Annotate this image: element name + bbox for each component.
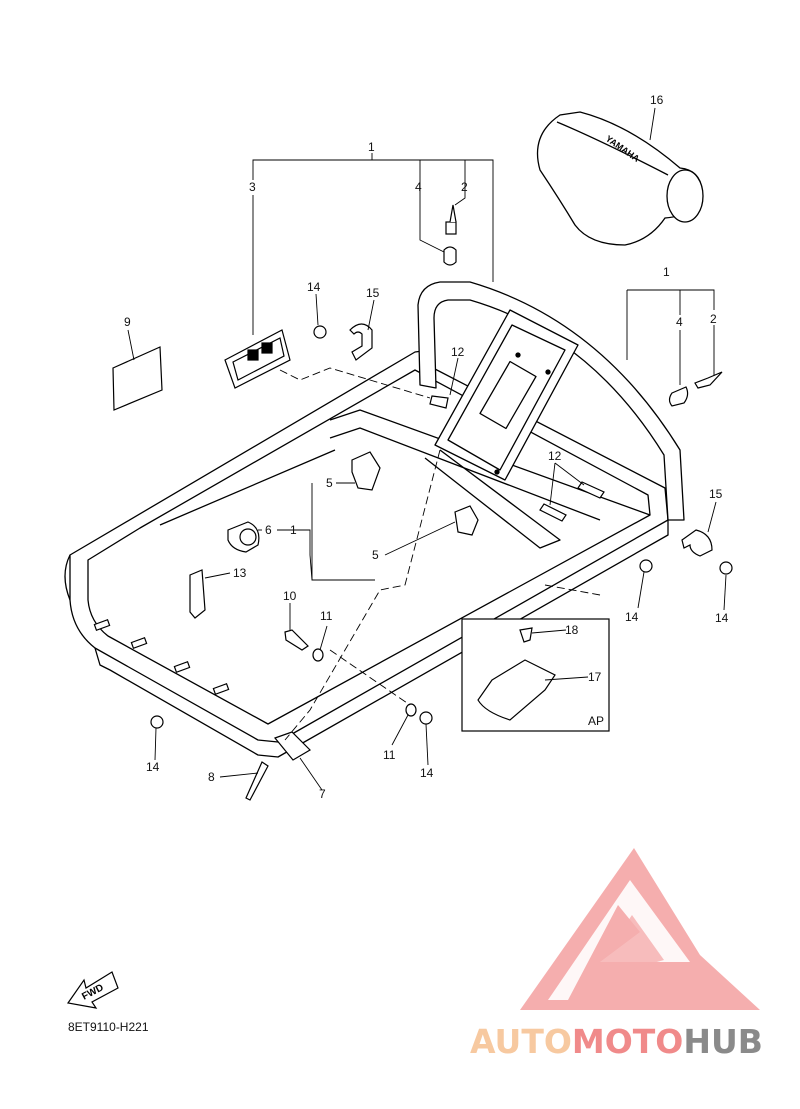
callout-14-d: 14 — [146, 760, 160, 774]
part-6-clamp — [227, 521, 260, 553]
callout-3: 3 — [249, 180, 256, 194]
part-10-bolt — [284, 629, 309, 651]
callout-14-e: 14 — [420, 766, 434, 780]
callout-11-a: 11 — [320, 609, 333, 623]
watermark-text-moto: MOTO — [572, 1022, 683, 1061]
part-5-clips — [351, 451, 479, 536]
roll-bar — [417, 281, 685, 521]
part-4-bushing-right — [668, 386, 689, 407]
callout-12-a: 12 — [451, 345, 465, 359]
ap-label: AP — [588, 714, 604, 728]
dashed-lines — [279, 367, 601, 741]
part-16-cover: YAMAHA — [536, 111, 704, 246]
callout-11-b: 11 — [383, 748, 396, 762]
callout-numbers: 1 3 4 2 16 1 4 2 9 14 15 12 12 15 5 5 6 … — [124, 93, 729, 801]
callout-5-b: 5 — [372, 548, 379, 562]
svg-text:AUTOMOTOHUB: AUTOMOTOHUB — [470, 1022, 763, 1061]
callout-1-top: 1 — [368, 140, 375, 154]
part-4-bushing-top — [443, 246, 457, 266]
callout-5-a: 5 — [326, 476, 333, 490]
callout-15-a: 15 — [366, 286, 380, 300]
callout-9: 9 — [124, 315, 131, 329]
callout-10: 10 — [283, 589, 297, 603]
callout-4-top: 4 — [415, 180, 422, 194]
watermark-text-auto: AUTO — [470, 1022, 572, 1061]
callout-13: 13 — [233, 566, 247, 580]
part-11-washers — [312, 648, 417, 717]
part-3-grommet-plate — [224, 329, 291, 389]
callout-7: 7 — [319, 787, 326, 801]
callout-17: 17 — [588, 670, 602, 684]
part-7-cap — [273, 731, 311, 761]
ap-inset: AP — [461, 618, 610, 732]
part-13-bracket — [189, 569, 206, 619]
watermark-text-hub: HUB — [683, 1022, 763, 1061]
part-12-bolts — [429, 395, 605, 522]
part-2-bolt-top — [445, 204, 457, 235]
front-studs — [93, 619, 230, 695]
callout-8: 8 — [208, 770, 215, 784]
part-14-nuts — [150, 325, 733, 729]
part-2-bolt-right — [694, 371, 723, 389]
leader-lines — [127, 107, 727, 791]
part-9-label — [112, 346, 163, 411]
callout-14-c: 14 — [715, 611, 729, 625]
callout-15-b: 15 — [709, 487, 723, 501]
watermark-logo — [520, 848, 760, 1010]
callout-16: 16 — [650, 93, 664, 107]
callout-2-top: 2 — [461, 180, 468, 194]
callout-4-right: 4 — [676, 315, 683, 329]
callout-14-a: 14 — [307, 280, 321, 294]
callout-12-b: 12 — [548, 449, 562, 463]
fwd-arrow-icon: FWD — [66, 971, 119, 1009]
callout-1-left: 1 — [290, 523, 297, 537]
callout-2-right: 2 — [710, 312, 717, 326]
drawing-code: 8ET9110-H221 — [68, 1020, 149, 1034]
callout-6: 6 — [265, 523, 272, 537]
callout-14-b: 14 — [625, 610, 639, 624]
watermark-text: AUTOMOTOHUB — [470, 1022, 763, 1061]
part-15-clamps — [349, 323, 713, 557]
callout-1-right: 1 — [663, 265, 670, 279]
callout-18: 18 — [565, 623, 579, 637]
part-8-pin — [245, 761, 269, 801]
